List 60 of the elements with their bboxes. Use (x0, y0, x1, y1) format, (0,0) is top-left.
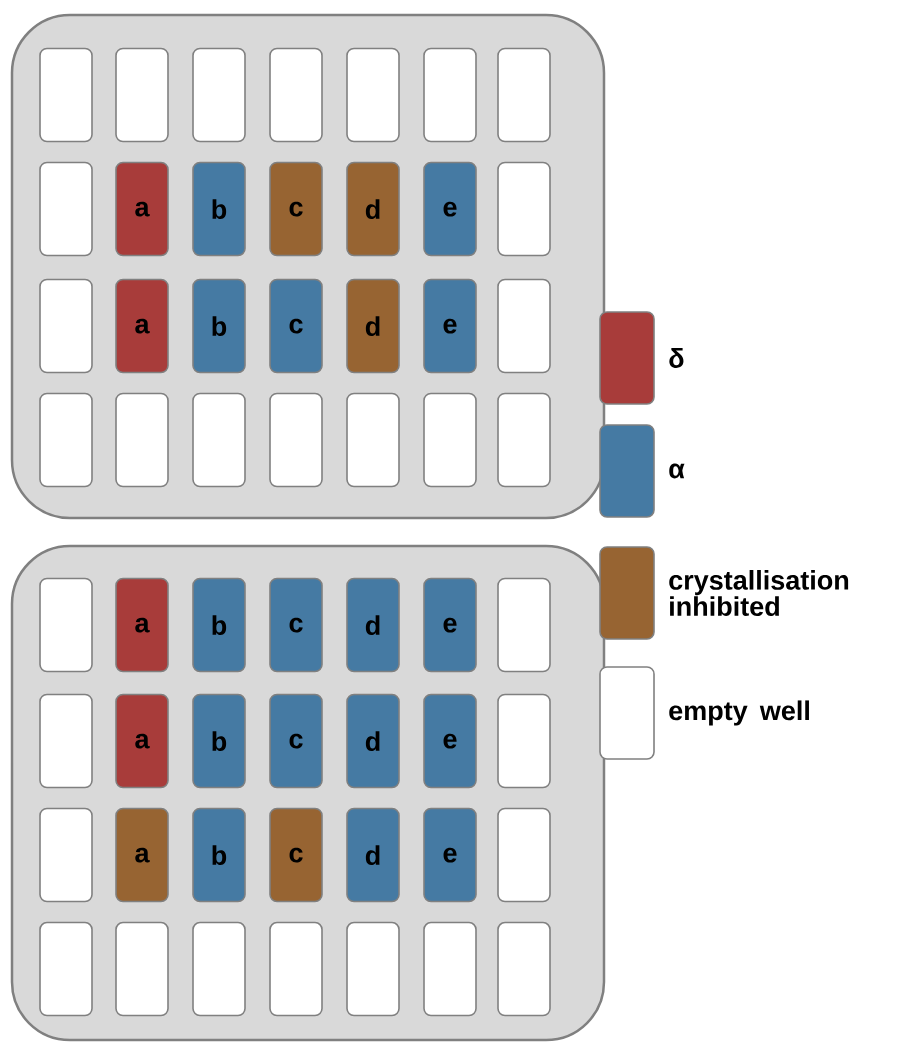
well (346, 47, 400, 143)
well (39, 161, 93, 257)
well (423, 921, 477, 1017)
well: b (192, 807, 246, 903)
well: e (423, 278, 477, 374)
well: c (269, 278, 323, 374)
legend-label: empty well (669, 700, 809, 726)
legend-label: crystallisation inhibited (669, 570, 849, 616)
well: a (115, 577, 169, 673)
well (346, 392, 400, 488)
well (115, 921, 169, 1017)
well: a (115, 278, 169, 374)
well (497, 577, 551, 673)
well (497, 807, 551, 903)
well (39, 807, 93, 903)
well (192, 921, 246, 1017)
well (497, 278, 551, 374)
well (115, 392, 169, 488)
well: b (192, 577, 246, 673)
legend-label: δ (669, 348, 684, 368)
well: e (423, 577, 477, 673)
well (39, 278, 93, 374)
well: b (192, 278, 246, 374)
well (346, 921, 400, 1017)
well (497, 47, 551, 143)
well: c (269, 161, 323, 257)
well (497, 693, 551, 789)
well: c (269, 577, 323, 673)
well: e (423, 161, 477, 257)
well (192, 47, 246, 143)
well (39, 693, 93, 789)
legend-label: α (669, 463, 685, 479)
well (269, 47, 323, 143)
well (39, 921, 93, 1017)
well: c (269, 693, 323, 789)
well (39, 392, 93, 488)
well: a (115, 693, 169, 789)
well (192, 392, 246, 488)
well: d (346, 807, 400, 903)
well: d (346, 278, 400, 374)
well (497, 161, 551, 257)
well: a (115, 161, 169, 257)
well: e (423, 693, 477, 789)
well: a (115, 807, 169, 903)
well (269, 392, 323, 488)
well (497, 921, 551, 1017)
well (423, 392, 477, 488)
well: b (192, 693, 246, 789)
well: d (346, 577, 400, 673)
well: e (423, 807, 477, 903)
well (423, 47, 477, 143)
well: d (346, 161, 400, 257)
well (269, 921, 323, 1017)
well (115, 47, 169, 143)
well: d (346, 693, 400, 789)
well (497, 392, 551, 488)
well (39, 577, 93, 673)
well: c (269, 807, 323, 903)
well: b (192, 161, 246, 257)
well (39, 47, 93, 143)
